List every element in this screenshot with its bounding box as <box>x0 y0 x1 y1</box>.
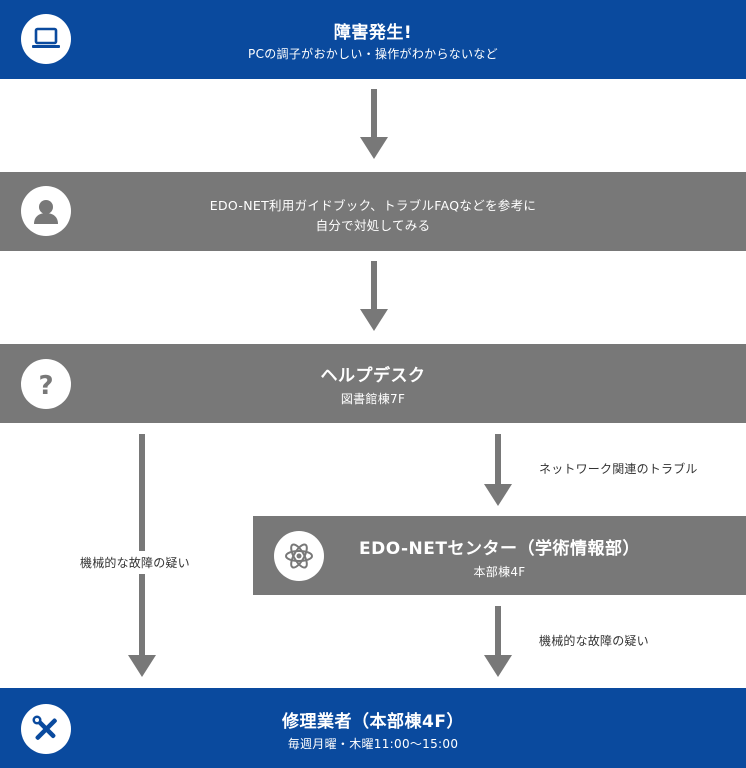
atom-icon <box>285 543 313 569</box>
edge-label-network: ネットワーク関連のトラブル <box>539 460 698 477</box>
arrow-head <box>484 655 512 677</box>
arrow-selfhelp-to-helpdesk <box>371 261 377 309</box>
vendor-icon-circle <box>21 704 71 754</box>
helpdesk-title: ヘルプデスク <box>320 366 426 386</box>
svg-text:?: ? <box>38 371 53 399</box>
helpdesk-node: ? ヘルプデスク 図書館棟7F <box>0 344 746 423</box>
edge-label-center-hardware: 機械的な故障の疑い <box>539 632 649 649</box>
arrow-incident-to-selfhelp <box>371 89 377 137</box>
arrow-head <box>360 137 388 159</box>
selfhelp-icon-circle <box>21 186 71 236</box>
vendor-title: 修理業者（本部棟4F） <box>282 712 464 732</box>
helpdesk-subtitle: 図書館棟7F <box>340 392 406 406</box>
incident-subtitle: PCの調子がおかしい・操作がわからないなど <box>248 47 498 61</box>
helpdesk-icon-circle: ? <box>21 359 71 409</box>
center-node: EDO-NETセンター（学術情報部） 本部棟4F <box>253 516 746 595</box>
laptop-icon <box>32 27 60 48</box>
center-icon-circle <box>274 531 324 581</box>
center-subtitle: 本部棟4F <box>473 565 526 579</box>
arrow-head <box>360 309 388 331</box>
selfhelp-line1: EDO-NET利用ガイドブック、トラブルFAQなどを参考に <box>209 198 537 213</box>
selfhelp-node: EDO-NET利用ガイドブック、トラブルFAQなどを参考に 自分で対処してみる <box>0 172 746 251</box>
user-icon <box>34 200 58 224</box>
arrow-head <box>128 655 156 677</box>
question-icon: ? <box>38 371 53 399</box>
incident-node: 障害発生! PCの調子がおかしい・操作がわからないなど <box>0 0 746 79</box>
arrow-center-to-vendor <box>495 606 501 655</box>
selfhelp-line2: 自分で対処してみる <box>315 218 431 233</box>
incident-title: 障害発生! <box>333 23 413 43</box>
arrow-helpdesk-to-center <box>495 434 501 484</box>
incident-icon-circle <box>21 14 71 64</box>
center-title: EDO-NETセンター（学術情報部） <box>359 539 640 559</box>
edge-label-left-hardware: 機械的な故障の疑い <box>78 551 192 574</box>
arrow-head <box>484 484 512 506</box>
arrow-helpdesk-to-vendor <box>139 434 145 655</box>
vendor-subtitle: 毎週月曜・木曜11:00〜15:00 <box>287 737 459 751</box>
vendor-node: 修理業者（本部棟4F） 毎週月曜・木曜11:00〜15:00 <box>0 688 746 768</box>
tools-icon <box>32 715 57 740</box>
